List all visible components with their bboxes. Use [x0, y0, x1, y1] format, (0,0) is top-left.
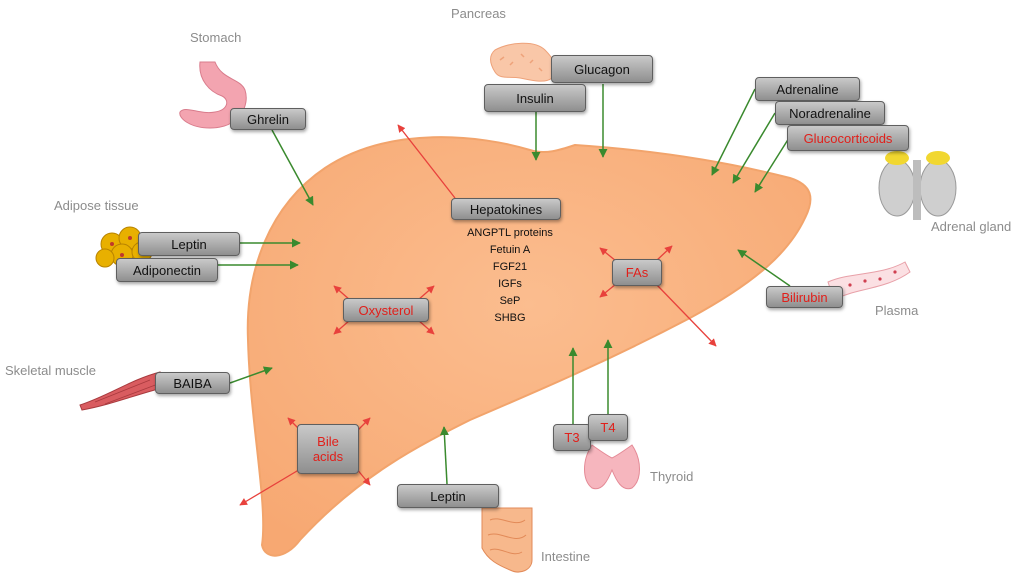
- liver-shape: [246, 136, 812, 557]
- adrenal-gland-icon: [878, 151, 957, 220]
- hepatokine-item: FGF21: [492, 261, 528, 273]
- bilirubin-box: Bilirubin: [766, 286, 843, 308]
- glucocorticoids-box: Glucocorticoids: [787, 125, 909, 151]
- hepatokine-list: ANGPTL proteins Fetuin A FGF21 IGFs SeP …: [420, 225, 600, 327]
- hepatokine-item: SeP: [499, 295, 521, 307]
- adiponectin-box: Adiponectin: [116, 258, 218, 282]
- hepatokine-item: Fetuin A: [489, 244, 531, 256]
- organ-label-stomach: Stomach: [190, 30, 242, 45]
- intestine-icon: [481, 507, 533, 573]
- arrow-oxysterol-out-se: [417, 319, 435, 335]
- arrow-oxysterol-out-ne: [417, 285, 435, 301]
- stomach-icon: [179, 61, 247, 129]
- oxysterol-box: Oxysterol: [343, 298, 429, 322]
- organ-label-intestine: Intestine: [541, 549, 591, 564]
- t4-box: T4: [588, 414, 628, 441]
- hepatokine-item: IGFs: [498, 278, 522, 290]
- t3-box: T3: [553, 424, 591, 451]
- arrow-fas-out-se: [655, 283, 717, 347]
- baiba-box: BAIBA: [155, 372, 230, 394]
- plasma-vessel-icon: [827, 261, 911, 301]
- ghrelin-box: Ghrelin: [230, 108, 306, 130]
- arrow-noradrenaline-to-liver: [732, 112, 776, 184]
- hepatokine-item: SHBG: [494, 312, 526, 324]
- hepatokines-box: Hepatokines: [451, 198, 561, 220]
- arrow-adrenaline-to-liver: [711, 88, 756, 176]
- organ-label-skeletal-muscle: Skeletal muscle: [5, 363, 97, 378]
- bile-acids-box: Bile acids: [297, 424, 359, 474]
- leptin-intestine-box: Leptin: [397, 484, 499, 508]
- outgoing-arrows: [239, 124, 717, 506]
- arrow-fas-out-ne: [655, 245, 673, 262]
- bile-acids-label-line1: Bile: [317, 434, 339, 449]
- arrow-fas-out-nw: [599, 247, 617, 262]
- bile-acids-label-line2: acids: [312, 449, 344, 464]
- adrenaline-box: Adrenaline: [755, 77, 860, 101]
- arrow-oxysterol-out-sw: [333, 319, 351, 335]
- glucagon-box: Glucagon: [551, 55, 653, 83]
- organ-label-adipose: Adipose tissue: [54, 198, 139, 213]
- hepatokine-item: ANGPTL proteins: [467, 227, 553, 239]
- organ-label-thyroid: Thyroid: [650, 469, 694, 484]
- arrow-bilirubin-to-liver: [737, 249, 791, 287]
- arrow-baiba-to-liver: [229, 366, 273, 384]
- organ-label-plasma: Plasma: [875, 303, 919, 318]
- thyroid-icon: [584, 444, 640, 490]
- arrow-ghrelin-to-liver: [271, 129, 314, 206]
- arrow-bile-out-sw: [239, 467, 303, 506]
- arrow-fas-out-sw: [599, 283, 617, 298]
- arrow-leptin-intestine-to-liver: [439, 426, 449, 485]
- organ-label-pancreas: Pancreas: [451, 6, 506, 21]
- pancreas-icon: [490, 42, 557, 82]
- fas-box: FAs: [612, 259, 662, 286]
- arrow-oxysterol-out-nw: [333, 285, 351, 301]
- arrow-hepatokines-out: [397, 124, 456, 199]
- noradrenaline-box: Noradrenaline: [775, 101, 885, 125]
- arrow-glucocorticoids-to-liver: [754, 137, 790, 193]
- organ-label-adrenal-gland: Adrenal gland: [931, 219, 1012, 234]
- insulin-box: Insulin: [484, 84, 586, 112]
- leptin-adipose-box: Leptin: [138, 232, 240, 256]
- incoming-arrows: [218, 84, 791, 485]
